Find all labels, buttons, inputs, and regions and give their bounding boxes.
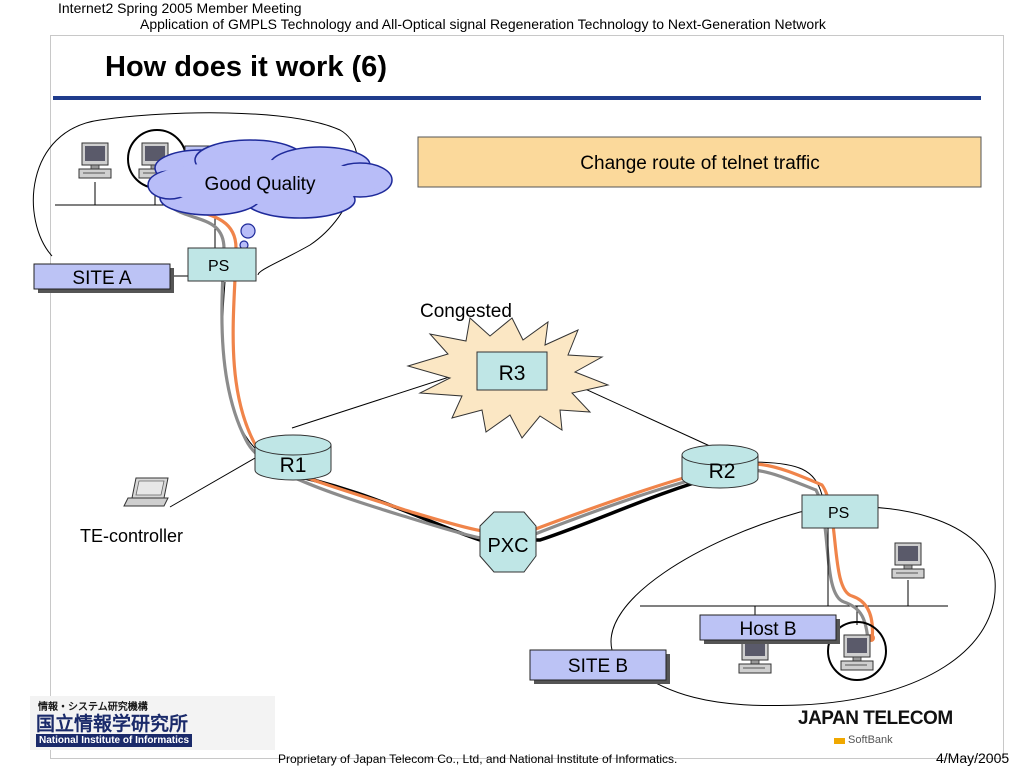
pxc-node (479, 511, 537, 573)
slide-title: How does it work (6) (105, 51, 387, 83)
slide-frame (50, 35, 1004, 759)
nii-logo-name-en: National Institute of Informatics (36, 734, 193, 747)
ps-b-node (801, 494, 879, 529)
good-quality-cloud: Good Quality (147, 139, 393, 257)
japan-telecom-logo: JAPAN TELECOM (798, 708, 953, 729)
ps-b-label: PS (828, 505, 849, 522)
footer-date: 4/May/2005 (936, 750, 1010, 766)
nii-logo-name-jp: 国立情報学研究所 (36, 714, 189, 735)
r1-router: R1 (254, 434, 332, 481)
meeting-header: Internet2 Spring 2005 Member Meeting (58, 0, 302, 16)
congested-label: Congested (420, 301, 512, 322)
footer-proprietary: Proprietary of Japan Telecom Co., Ltd, a… (278, 752, 678, 766)
site-a-label: SITE A (72, 268, 131, 289)
r3-label: R3 (499, 362, 526, 385)
site-b-label-box (529, 649, 667, 681)
site-a-label-box (33, 263, 171, 290)
site-a-boundary (32, 112, 359, 276)
ps-a-node (187, 247, 257, 282)
site-a-pc-1 (78, 142, 112, 179)
r3-node (476, 351, 548, 391)
host-b-highlight-ring (827, 621, 887, 681)
r2-router: R2 (681, 444, 759, 489)
presentation-subtitle: Application of GMPLS Technology and All-… (140, 16, 826, 32)
r2-label: R2 (709, 460, 736, 483)
nii-logo: 情報・システム研究機構 国立情報学研究所 National Institute … (30, 696, 275, 750)
ps-a-label: PS (208, 258, 229, 275)
host-b-label: Host B (739, 619, 796, 640)
site-b-pc-1 (891, 542, 925, 579)
site-b-pc-host-b (840, 634, 874, 671)
softbank-logo-mark (834, 738, 845, 744)
site-b-boundary (610, 506, 996, 707)
callout-text: Change route of telnet traffic (580, 153, 819, 174)
nii-logo-org-line: 情報・システム研究機構 (38, 702, 148, 713)
te-controller-label: TE-controller (80, 526, 183, 546)
callout-box (417, 136, 982, 188)
cloud-label: Good Quality (205, 174, 316, 195)
te-controller-laptop (123, 477, 169, 507)
r1-label: R1 (280, 454, 307, 477)
host-b-label-box (699, 614, 837, 641)
site-b-label: SITE B (568, 656, 628, 677)
softbank-logo: SoftBank (848, 734, 893, 746)
pxc-label: PXC (487, 535, 528, 557)
title-rule (53, 96, 981, 100)
